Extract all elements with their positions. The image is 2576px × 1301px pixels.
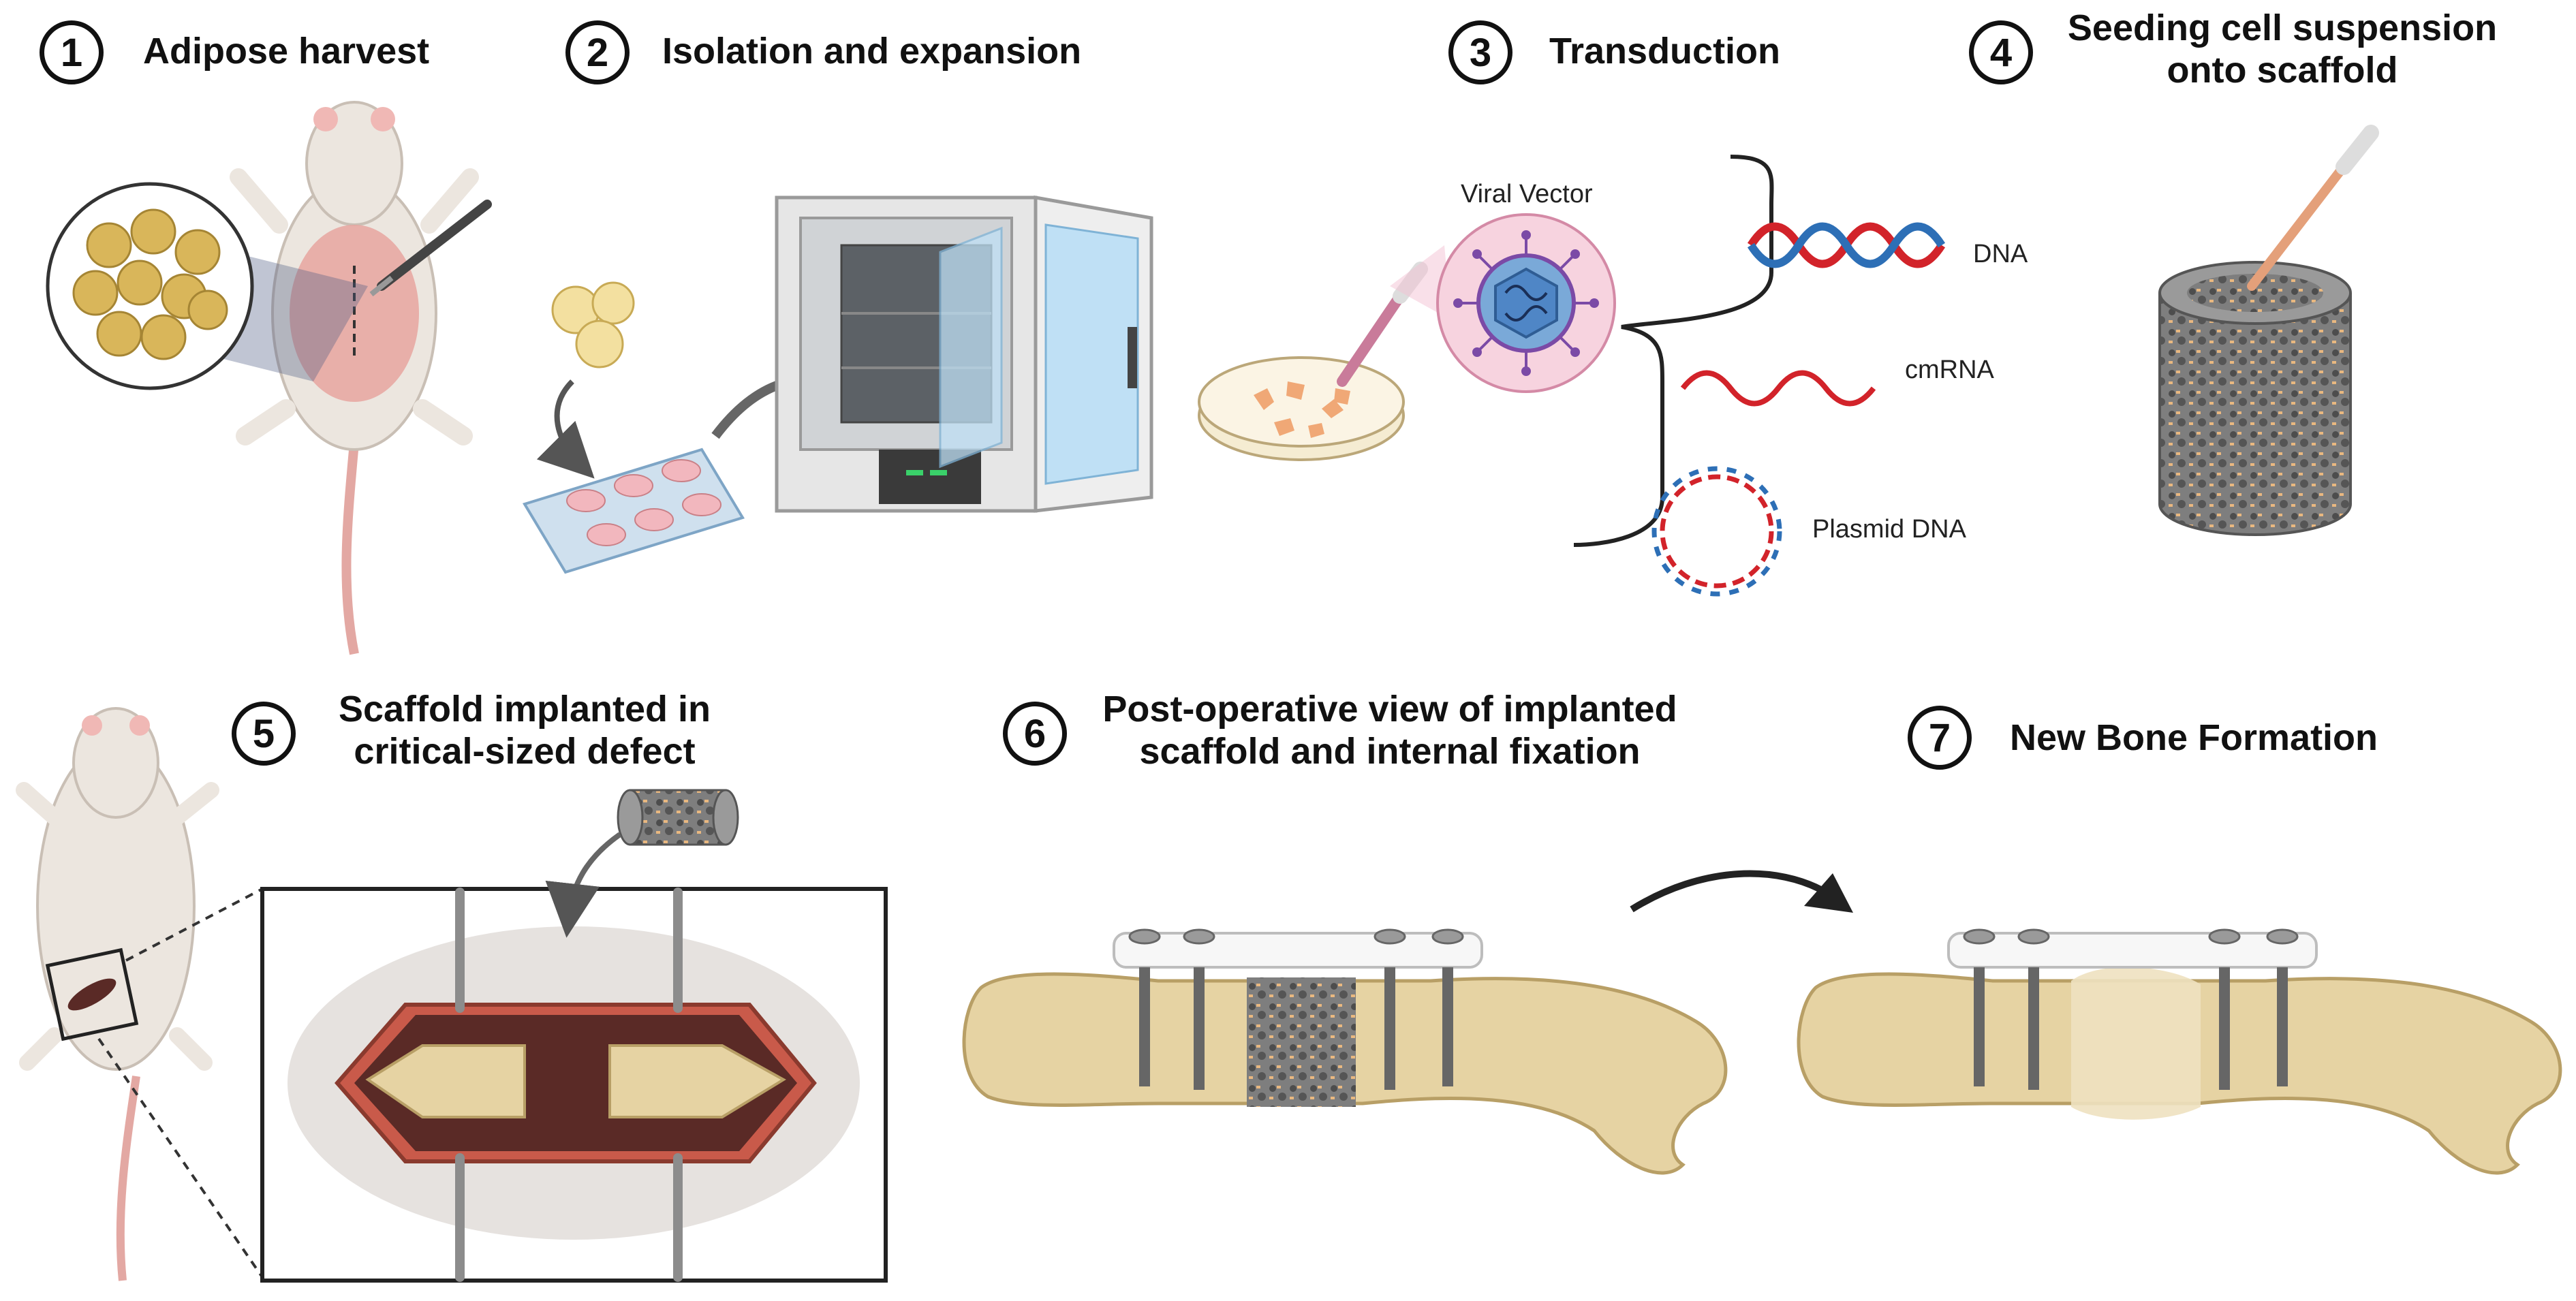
step-6-title-line-1: Post-operative view of implanted — [1102, 689, 1677, 730]
step-1-title: Adipose harvest — [143, 31, 430, 72]
dna-label: DNA — [1973, 240, 2028, 268]
mrna-icon — [1680, 370, 1876, 407]
step-5-title-line-2: critical-sized defect — [354, 731, 696, 772]
step-7-title: New Bone Formation — [2010, 717, 2378, 758]
viral-vector-label: Viral Vector — [1461, 180, 1593, 208]
step-2-title: Isolation and expansion — [662, 31, 1082, 72]
step-2-number: 2 — [565, 20, 630, 84]
step-5-title-line-1: Scaffold implanted in — [338, 689, 711, 730]
fixation-plate-icon — [1947, 928, 2318, 1090]
step-5-number: 5 — [232, 702, 296, 766]
step-5-title: Scaffold implanted in critical-sized def… — [313, 688, 736, 772]
bone-icon — [962, 972, 1728, 1175]
plasmid-dna-label: Plasmid DNA — [1812, 515, 1966, 544]
incubator-icon — [775, 195, 1153, 513]
step-6-title-line-2: scaffold and internal fixation — [1139, 731, 1641, 772]
step-6-number: 6 — [1003, 702, 1067, 766]
cmrna-label: cmRNA — [1905, 356, 1994, 384]
scalpel-icon — [369, 200, 492, 297]
step-7-number: 7 — [1908, 706, 1972, 770]
pipette-icon — [2247, 125, 2379, 291]
dna-helix-icon — [1747, 222, 1946, 268]
step-3-title: Transduction — [1549, 31, 1781, 72]
fixation-plate-icon — [1113, 928, 1483, 1090]
step-4-title-line-2: onto scaffold — [2167, 50, 2398, 91]
scaffold-icon — [617, 789, 739, 846]
step-4-title-line-1: Seeding cell suspension — [2067, 7, 2498, 48]
step-4-number: 4 — [1969, 20, 2033, 84]
well-plate-icon — [522, 448, 745, 574]
adipose-cells-icon — [551, 281, 635, 369]
rat-icon — [16, 707, 219, 1281]
rat-icon — [230, 101, 479, 655]
scaffold-icon — [2158, 261, 2352, 536]
surgical-retractor-icon — [455, 888, 683, 1282]
virus-icon — [1436, 213, 1616, 393]
bone-icon — [365, 1044, 786, 1118]
adipose-cells-icon — [46, 182, 254, 390]
step-4-title: Seeding cell suspension onto scaffold — [2058, 7, 2507, 91]
plasmid-icon — [1651, 466, 1782, 597]
bone-icon — [1797, 967, 2562, 1175]
step-6-title: Post-operative view of implanted scaffol… — [1090, 688, 1690, 772]
step-3-number: 3 — [1448, 20, 1512, 84]
curved-arrow-icon — [1630, 870, 1853, 913]
step-1-number: 1 — [40, 20, 104, 84]
petri-dish-icon — [1198, 356, 1405, 461]
